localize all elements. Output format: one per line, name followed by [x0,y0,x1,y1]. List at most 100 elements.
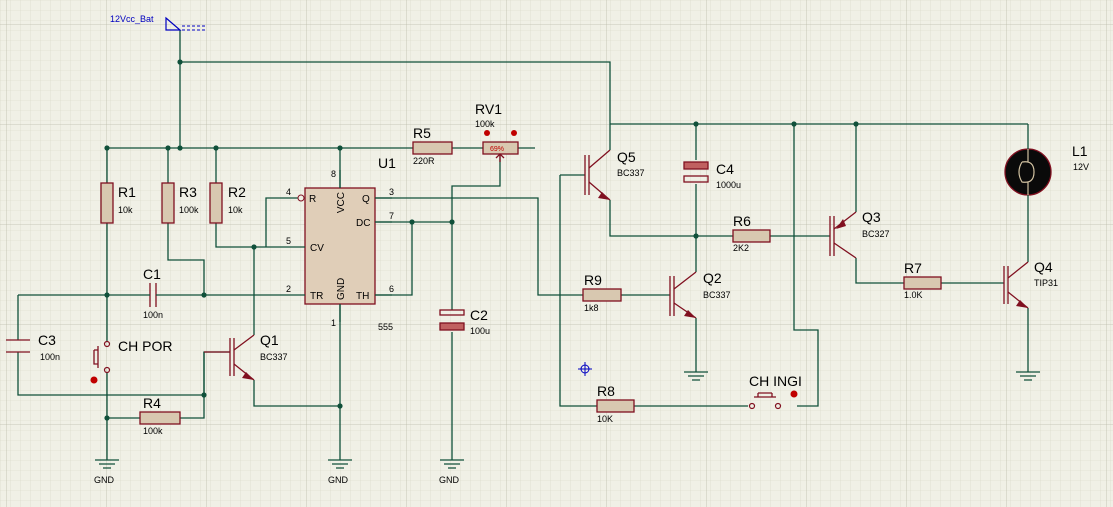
q1-value: BC337 [260,352,288,362]
power-label: 12Vcc_Bat [110,14,154,24]
capacitor-c1[interactable]: C1 100n [143,266,163,320]
capacitor-c3[interactable]: C3 100n [6,332,60,362]
u1-pin-r-label: R [309,194,316,205]
c4-value: 1000u [716,180,741,190]
r4-ref: R4 [143,395,161,411]
junction [449,219,455,225]
ground-3-label: GND [439,475,460,485]
rv1-increment-icon[interactable] [511,130,517,136]
q4-base-icon [1003,266,1009,304]
transistor-q5[interactable]: Q5 BC337 [584,124,645,201]
c3-plates-icon [6,339,30,353]
q4-value: TIP31 [1034,278,1058,288]
resistor-r1[interactable]: R1 10k [100,182,136,224]
r3-body [161,182,175,224]
q5-emitter-arrow-icon [598,192,610,200]
lamp-l1[interactable]: L1 12V [1004,143,1089,200]
ground-icon [684,371,708,381]
transistor-q4[interactable]: Q4 TIP31 [1003,259,1058,309]
q4-emitter-arrow-icon [1016,300,1028,308]
r8-value: 10K [597,414,613,424]
c3-ref: C3 [38,332,56,348]
r1-body [100,182,114,224]
junction [201,392,207,398]
junction [693,233,699,239]
l1-value: 12V [1073,162,1089,172]
q2-ref: Q2 [703,270,722,286]
switch-ch-por[interactable]: CH POR [90,338,173,384]
r4-value: 100k [143,426,163,436]
rv1-decrement-icon[interactable] [484,130,490,136]
q3-base-icon [829,216,835,256]
ch-por-toggle-icon[interactable] [90,376,98,384]
u1-pin-q-label: Q [362,194,370,205]
r3-value: 100k [179,205,199,215]
junction [337,403,343,409]
junction [213,145,219,151]
ch-por-contact-icon [103,366,111,374]
c2-plus-plate-icon [439,309,465,316]
ch-por-lever-icon [93,346,99,368]
r5-body [412,141,453,155]
lamp-filament-icon [1018,149,1035,195]
rv1-value: 100k [475,119,495,129]
u1-pin-6: 6 [389,284,394,294]
u1-pin-5: 5 [286,236,291,246]
capacitor-c2[interactable]: C2 100u [439,307,490,336]
junction [337,145,343,151]
c2-value: 100u [470,326,490,336]
r4-body [139,411,181,425]
power-terminal[interactable]: 12Vcc_Bat [110,14,206,31]
q5-ref: Q5 [617,149,636,165]
c1-value: 100n [143,310,163,320]
r7-value: 1.0K [904,290,923,300]
power-arrow-icon [165,16,182,31]
q2-base-icon [669,276,675,316]
junction [177,145,183,151]
u1-reset-inverter-icon [297,194,305,202]
resistor-r3[interactable]: R3 100k [161,182,199,224]
resistor-r8[interactable]: R8 10K [596,383,635,424]
resistor-r9[interactable]: R9 1k8 [582,272,622,313]
u1-pin-4: 4 [286,187,291,197]
ground-5 [1016,371,1040,381]
q3-ref: Q3 [862,209,881,225]
r9-ref: R9 [584,272,602,288]
ch-ingi-contact-icon [748,402,756,410]
u1-pin-tr-label: TR [310,291,323,302]
transistor-q3[interactable]: Q3 BC327 [829,209,890,259]
potentiometer-rv1[interactable]: 69% RV1 100k [475,101,519,162]
q2-value: BC337 [703,290,731,300]
junction [409,219,415,225]
resistor-r5[interactable]: R5 220R [412,125,453,166]
junction [201,292,207,298]
ic-555-u1[interactable]: U1 555 R CV TR Q DC TH VCC GND 4 5 2 3 7… [286,155,396,332]
u1-pin-cv-label: CV [310,243,324,254]
resistor-r7[interactable]: R7 1.0K [903,260,942,300]
resistor-r4[interactable]: R4 100k [139,395,181,436]
ground-2-label: GND [328,475,349,485]
transistor-q2[interactable]: Q2 BC337 [669,270,731,319]
r8-body [596,399,635,413]
origin-marker-icon [578,362,592,376]
resistor-r2[interactable]: R2 10k [209,182,246,224]
q1-emitter-arrow-icon [242,372,254,380]
junction [251,244,257,250]
u1-body [304,187,376,305]
c2-ref: C2 [470,307,488,323]
capacitor-c4[interactable]: C4 1000u [683,161,741,190]
c4-ref: C4 [716,161,734,177]
switch-ch-ingi[interactable]: CH INGI [748,373,802,410]
resistor-r6[interactable]: R6 2K2 [732,213,771,253]
junction [104,145,110,151]
r9-value: 1k8 [584,303,599,313]
transistor-q1[interactable]: Q1 BC337 [204,332,288,381]
ch-ingi-toggle-icon[interactable] [790,390,798,398]
ground-3: GND [439,459,464,485]
u1-pin-3: 3 [389,187,394,197]
u1-pin-2: 2 [286,284,291,294]
r2-body [209,182,223,224]
q5-value: BC337 [617,168,645,178]
q4-ref: Q4 [1034,259,1053,275]
